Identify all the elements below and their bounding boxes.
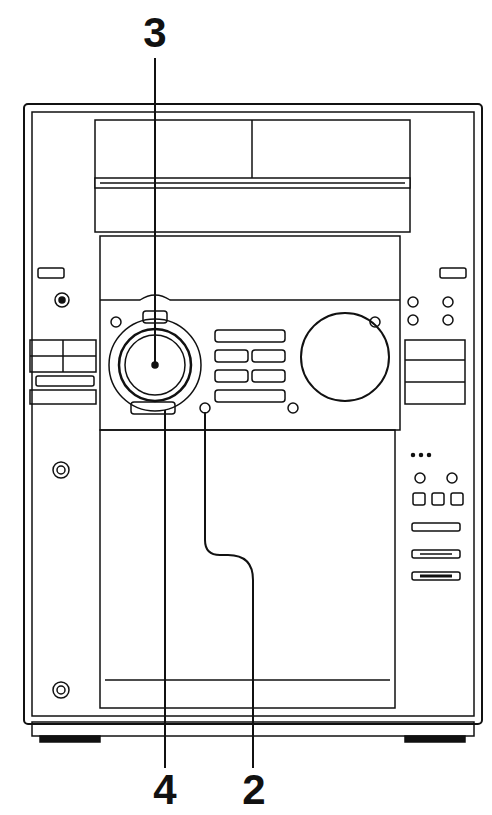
leader-line [154, 58, 156, 365]
slider [420, 575, 452, 578]
button-round [200, 403, 210, 413]
button [36, 376, 94, 386]
dot [428, 454, 431, 457]
jack [53, 682, 69, 698]
foot [40, 736, 100, 742]
jack-inner [57, 686, 65, 694]
button-round [447, 473, 457, 483]
button [252, 350, 285, 362]
divider [405, 359, 465, 361]
cd-slot [95, 178, 410, 188]
volume-knob [301, 313, 389, 401]
knob-center [59, 297, 65, 303]
button [215, 370, 248, 382]
cd-section [95, 120, 410, 232]
divider [30, 355, 96, 357]
jack-inner [57, 466, 65, 474]
button-round [443, 297, 453, 307]
divider [405, 381, 465, 383]
knob [55, 293, 69, 307]
button-round [288, 403, 298, 413]
callout-number: 4 [153, 769, 176, 811]
panel-edge [100, 295, 400, 300]
button [215, 350, 248, 362]
control-panel [100, 236, 400, 430]
button [451, 493, 463, 505]
cd-slot-line [100, 182, 405, 184]
door-line [105, 679, 390, 681]
cd-divider [251, 120, 253, 180]
button [413, 493, 425, 505]
dot [412, 454, 415, 457]
button [215, 330, 285, 342]
button-block [30, 340, 96, 372]
button [215, 390, 285, 402]
button-round [111, 317, 121, 327]
button-round [415, 473, 425, 483]
button-round [408, 297, 418, 307]
button [412, 572, 460, 580]
callout-number: 3 [143, 12, 166, 54]
button [131, 402, 175, 414]
button [252, 370, 285, 382]
button [432, 493, 444, 505]
jack [53, 462, 69, 478]
button [30, 390, 96, 404]
button-round [408, 315, 418, 325]
button-round [370, 317, 380, 327]
button [440, 268, 466, 278]
leader-line [205, 412, 253, 768]
slider [420, 553, 452, 555]
button [38, 268, 64, 278]
callout-number: 2 [242, 769, 265, 811]
button-round [443, 315, 453, 325]
button [412, 523, 460, 531]
leader-line [164, 410, 166, 768]
foot [405, 736, 465, 742]
cassette-door [100, 430, 395, 708]
dot [420, 454, 423, 457]
button [412, 550, 460, 558]
button-block [405, 340, 465, 404]
